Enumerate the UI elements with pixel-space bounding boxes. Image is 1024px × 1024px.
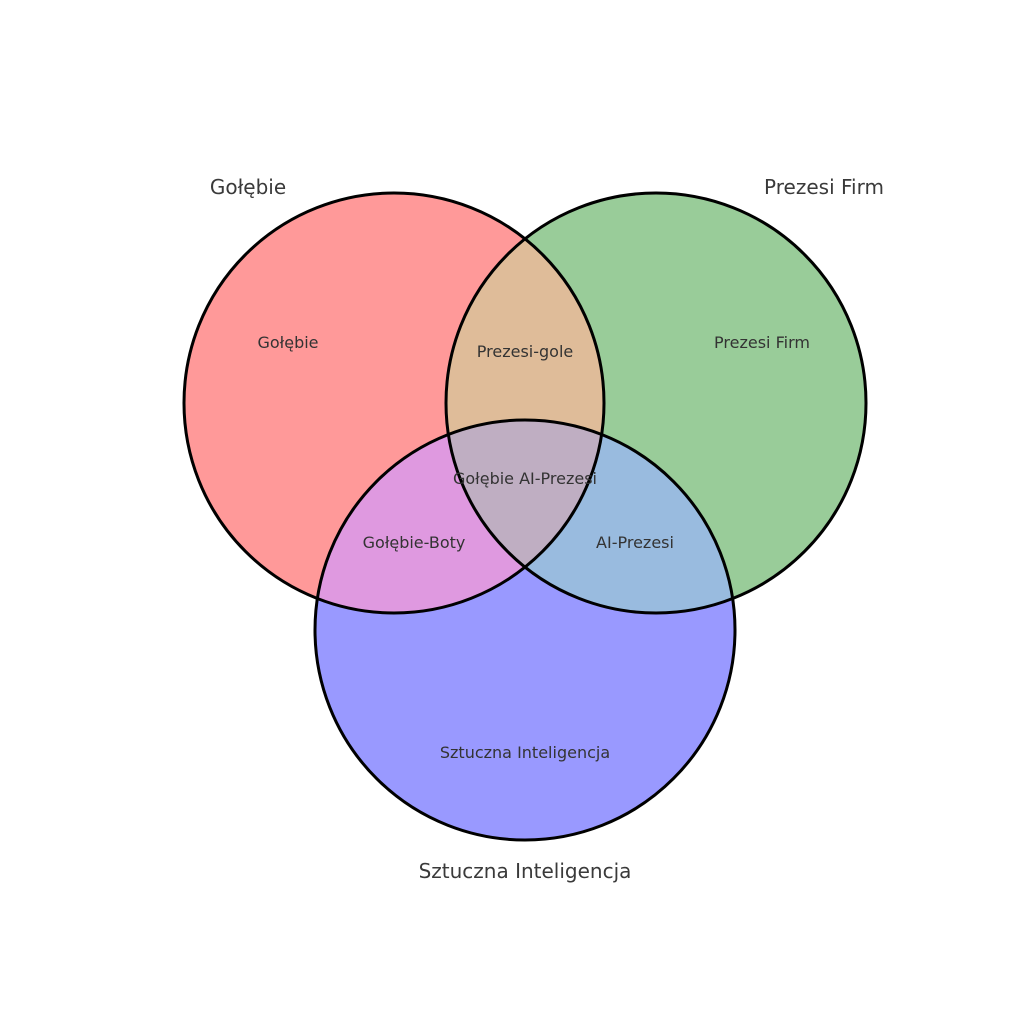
region-bc (446, 420, 735, 613)
set-a-title: Gołębie (210, 175, 286, 199)
region-c-only-label: Sztuczna Inteligencja (440, 743, 610, 762)
set-b-title: Prezesi Firm (764, 175, 884, 199)
region-bc-label: AI-Prezesi (596, 533, 674, 552)
set-b-outline (444, 191, 868, 615)
region-ab-label: Prezesi-gole (477, 342, 573, 361)
region-ac-label: Gołębie-Boty (363, 533, 466, 552)
region-ac (315, 420, 604, 613)
region-abc-label: Gołębie AI-Prezesi (453, 469, 597, 488)
set-c-outline (313, 418, 737, 842)
region-a-only-label: Gołębie (257, 333, 318, 352)
set-a-outline (182, 191, 606, 615)
region-b-only-label: Prezesi Firm (714, 333, 810, 352)
set-c-title: Sztuczna Inteligencja (419, 859, 632, 883)
